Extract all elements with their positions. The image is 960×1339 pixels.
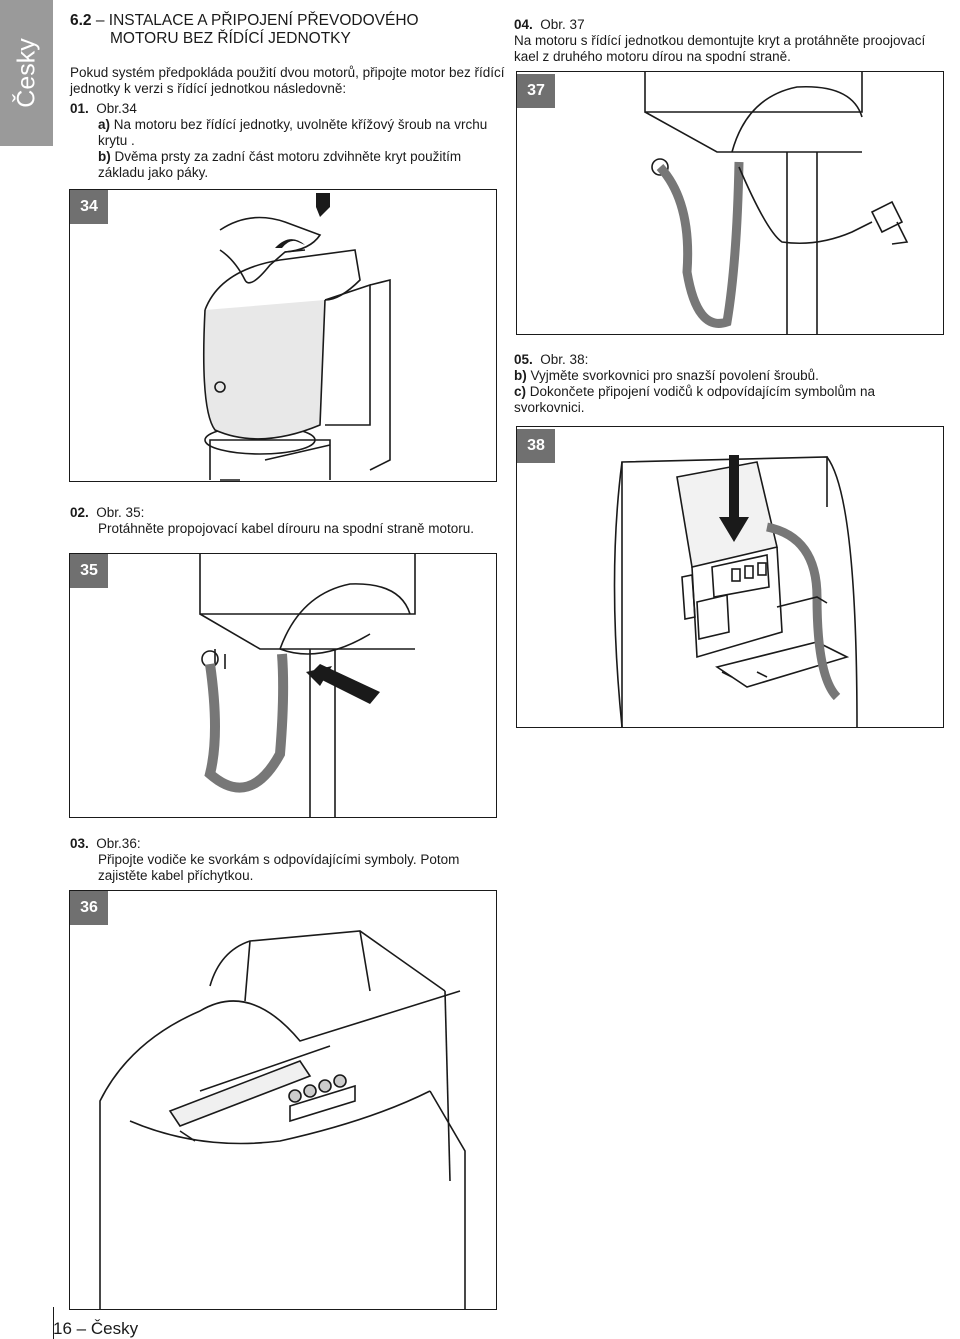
figure-38-label: 38: [517, 429, 555, 463]
language-tab: Česky: [0, 0, 53, 146]
step-04-line1: Na motoru s řídící jednotkou demontujte …: [514, 33, 926, 48]
page-number: 16: [53, 1319, 72, 1338]
step-04-ref: Obr. 37: [540, 17, 585, 32]
step-03-ref: Obr.36:: [96, 836, 141, 851]
step-05-b-label: b): [514, 368, 527, 383]
step-05-c-label: c): [514, 384, 527, 399]
footer-dash: –: [76, 1319, 87, 1338]
step-01-b-line1: Dvěma prsty za zadní část motoru zdvihně…: [114, 149, 462, 164]
figure-36: 36: [69, 890, 497, 1310]
step-05-c-line1: Dokončete připojení vodičů k odpovídajíc…: [529, 384, 875, 399]
step-03-line2: zajistěte kabel příchytkou.: [98, 868, 254, 883]
step-02-ref: Obr. 35:: [96, 505, 145, 520]
step-05-number: 05.: [514, 352, 533, 367]
figure-34-illustration: [202, 193, 391, 481]
step-04-line2: kael z druhého motoru dírou na spodní st…: [514, 49, 791, 64]
figure-34-label: 34: [70, 190, 108, 224]
step-01-b-line2: základu jako páky.: [98, 165, 209, 180]
step-01-number: 01.: [70, 101, 89, 116]
step-04-number: 04.: [514, 17, 533, 32]
figure-34: 34: [69, 189, 497, 482]
intro-line2: jednotky k verzi s řídící jednotkou násl…: [70, 81, 347, 96]
intro-line1: Pokud systém předpokláda použití dvou mo…: [70, 65, 505, 80]
figure-36-label: 36: [70, 891, 108, 925]
figure-38-illustration: [613, 455, 858, 727]
section-heading: 6.2 – INSTALACE A PŘIPOJENÍ PŘEVODOVÉHO …: [70, 12, 419, 47]
step-01: 01. Obr.34 a) Na motoru bez řídící jedno…: [70, 101, 487, 181]
figure-38: 38: [516, 426, 944, 728]
step-05-b-line1: Vyjměte svorkovnici pro snazší povolení …: [530, 368, 819, 383]
step-01-b-label: b): [98, 149, 111, 164]
step-02-line1: Protáhněte propojovací kabel dírouru na …: [98, 521, 474, 536]
section-title-line1: INSTALACE A PŘIPOJENÍ PŘEVODOVÉHO: [108, 12, 419, 29]
step-03-number: 03.: [70, 836, 89, 851]
intro-paragraph: Pokud systém předpokláda použití dvou mo…: [70, 65, 504, 97]
language-tab-label: Česky: [12, 38, 40, 108]
figure-35-illustration: [199, 554, 416, 817]
footer-rule: [53, 1307, 54, 1339]
step-01-a-line2: krytu .: [98, 133, 135, 148]
step-01-a-label: a): [98, 117, 111, 132]
step-02-number: 02.: [70, 505, 89, 520]
step-05: 05. Obr. 38: b) Vyjměte svorkovnici pro …: [514, 352, 875, 416]
step-01-a-line1: Na motoru bez řídící jednotky, uvolněte …: [113, 117, 488, 132]
step-02: 02. Obr. 35: Protáhněte propojovací kabe…: [70, 505, 474, 537]
step-05-c-line2: svorkovnici.: [514, 400, 585, 415]
figure-37-label: 37: [517, 74, 555, 108]
figure-35: 35: [69, 553, 497, 818]
figure-37: 37: [516, 71, 944, 335]
section-number: 6.2: [70, 12, 92, 29]
step-04: 04. Obr. 37 Na motoru s řídící jednotkou…: [514, 17, 925, 65]
figure-37-illustration: [644, 72, 909, 334]
section-title-line2: MOTORU BEZ ŘÍDÍCÍ JEDNOTKY: [110, 30, 351, 47]
page-footer: 16 – Česky: [53, 1319, 138, 1339]
step-05-ref: Obr. 38:: [540, 352, 589, 367]
figure-35-label: 35: [70, 554, 108, 588]
figure-36-illustration: [99, 930, 466, 1309]
step-03-line1: Připojte vodiče ke svorkám s odpovídajíc…: [98, 852, 460, 867]
footer-language: Česky: [90, 1319, 139, 1338]
step-03: 03. Obr.36: Připojte vodiče ke svorkám s…: [70, 836, 459, 884]
step-01-ref: Obr.34: [96, 101, 137, 116]
